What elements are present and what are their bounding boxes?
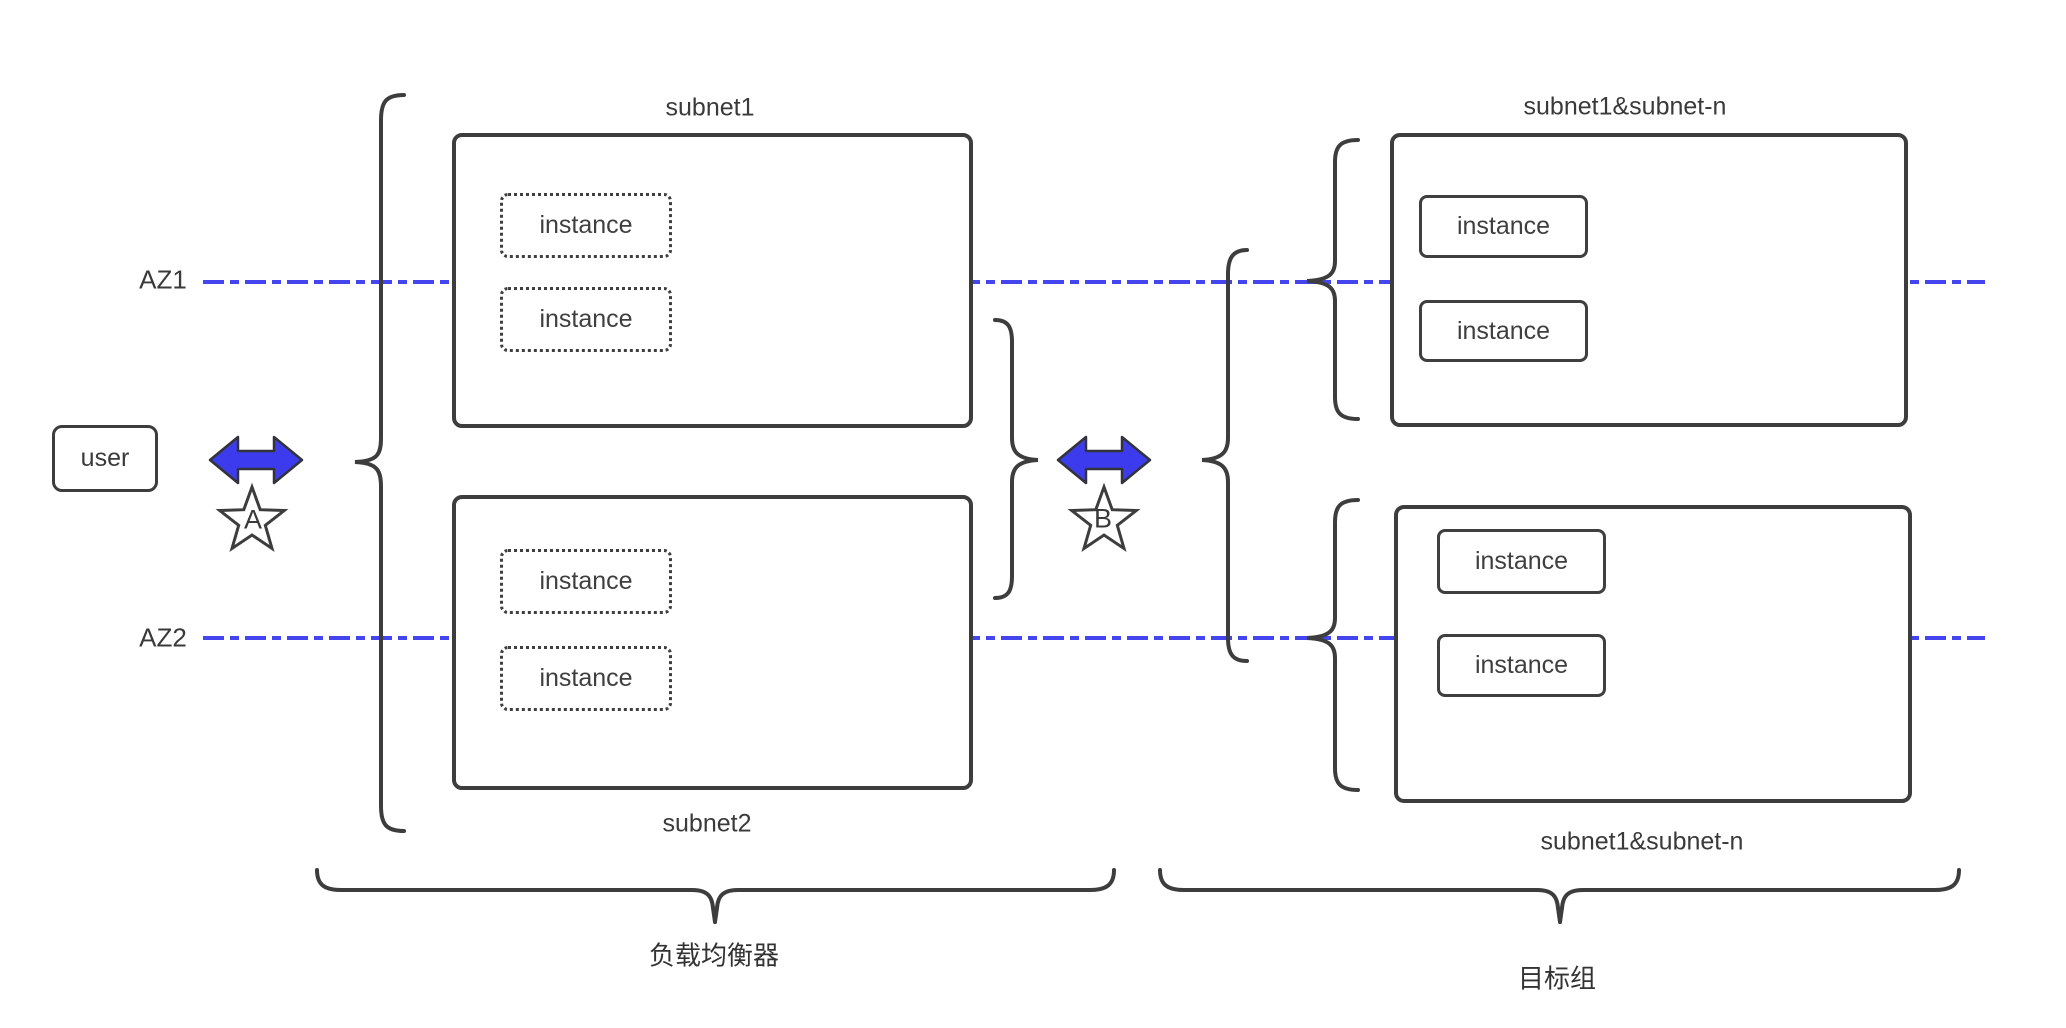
target-group-label: 目标组 <box>1517 963 1597 994</box>
target-subnet-top-label: subnet1&subnet-n <box>1523 92 1727 121</box>
target-subnet-top-box: instance instance <box>1390 133 1908 427</box>
subnet1-box: instance instance <box>452 133 973 428</box>
instance-label: instance <box>539 567 633 595</box>
star-a-icon <box>215 482 289 553</box>
target-group-underbrace-right-half <box>1558 868 1961 924</box>
instance-label: instance <box>1456 212 1551 240</box>
star-a-letter: A <box>243 504 263 535</box>
load-balancer-left-brace <box>354 93 406 833</box>
target-subnet-bottom-brace <box>1306 498 1360 792</box>
subnet2-label: subnet2 <box>662 809 752 838</box>
az2-label: AZ2 <box>139 622 187 653</box>
az1-label: AZ1 <box>139 264 187 295</box>
instance-box: instance <box>1419 195 1588 258</box>
instance-box: instance <box>500 646 672 711</box>
star-b-letter: B <box>1093 503 1113 534</box>
instance-box: instance <box>1419 300 1588 362</box>
load-balancer-underbrace-right-half <box>713 868 1116 924</box>
target-subnet-top-brace <box>1306 138 1360 421</box>
instance-box: instance <box>500 193 672 258</box>
target-group-brace <box>1201 248 1249 663</box>
load-balancer-underbrace <box>315 868 717 924</box>
instance-label: instance <box>539 211 633 239</box>
instance-box: instance <box>1437 529 1606 594</box>
instance-label: instance <box>1474 547 1569 575</box>
target-subnet-bottom-label: subnet1&subnet-n <box>1540 827 1744 856</box>
instance-label: instance <box>539 664 633 692</box>
instance-box: instance <box>500 549 672 614</box>
user-label: user <box>80 444 130 472</box>
user-box: user <box>52 425 158 492</box>
target-subnet-bottom-box: instance instance <box>1394 505 1912 803</box>
instance-label: instance <box>1474 651 1569 679</box>
instance-box: instance <box>1437 634 1606 697</box>
load-balancer-group-label: 负载均衡器 <box>648 940 780 971</box>
star-b-icon <box>1067 482 1141 553</box>
instance-label: instance <box>1456 316 1551 345</box>
double-arrow-a-icon <box>208 435 304 485</box>
instance-label: instance <box>539 305 633 333</box>
target-group-underbrace <box>1158 868 1562 924</box>
subnet1-label: subnet1 <box>665 93 755 122</box>
load-balancer-close-brace <box>993 318 1039 600</box>
subnet2-box: instance instance <box>452 495 973 790</box>
instance-box: instance <box>500 287 672 352</box>
double-arrow-b-icon <box>1056 435 1152 485</box>
